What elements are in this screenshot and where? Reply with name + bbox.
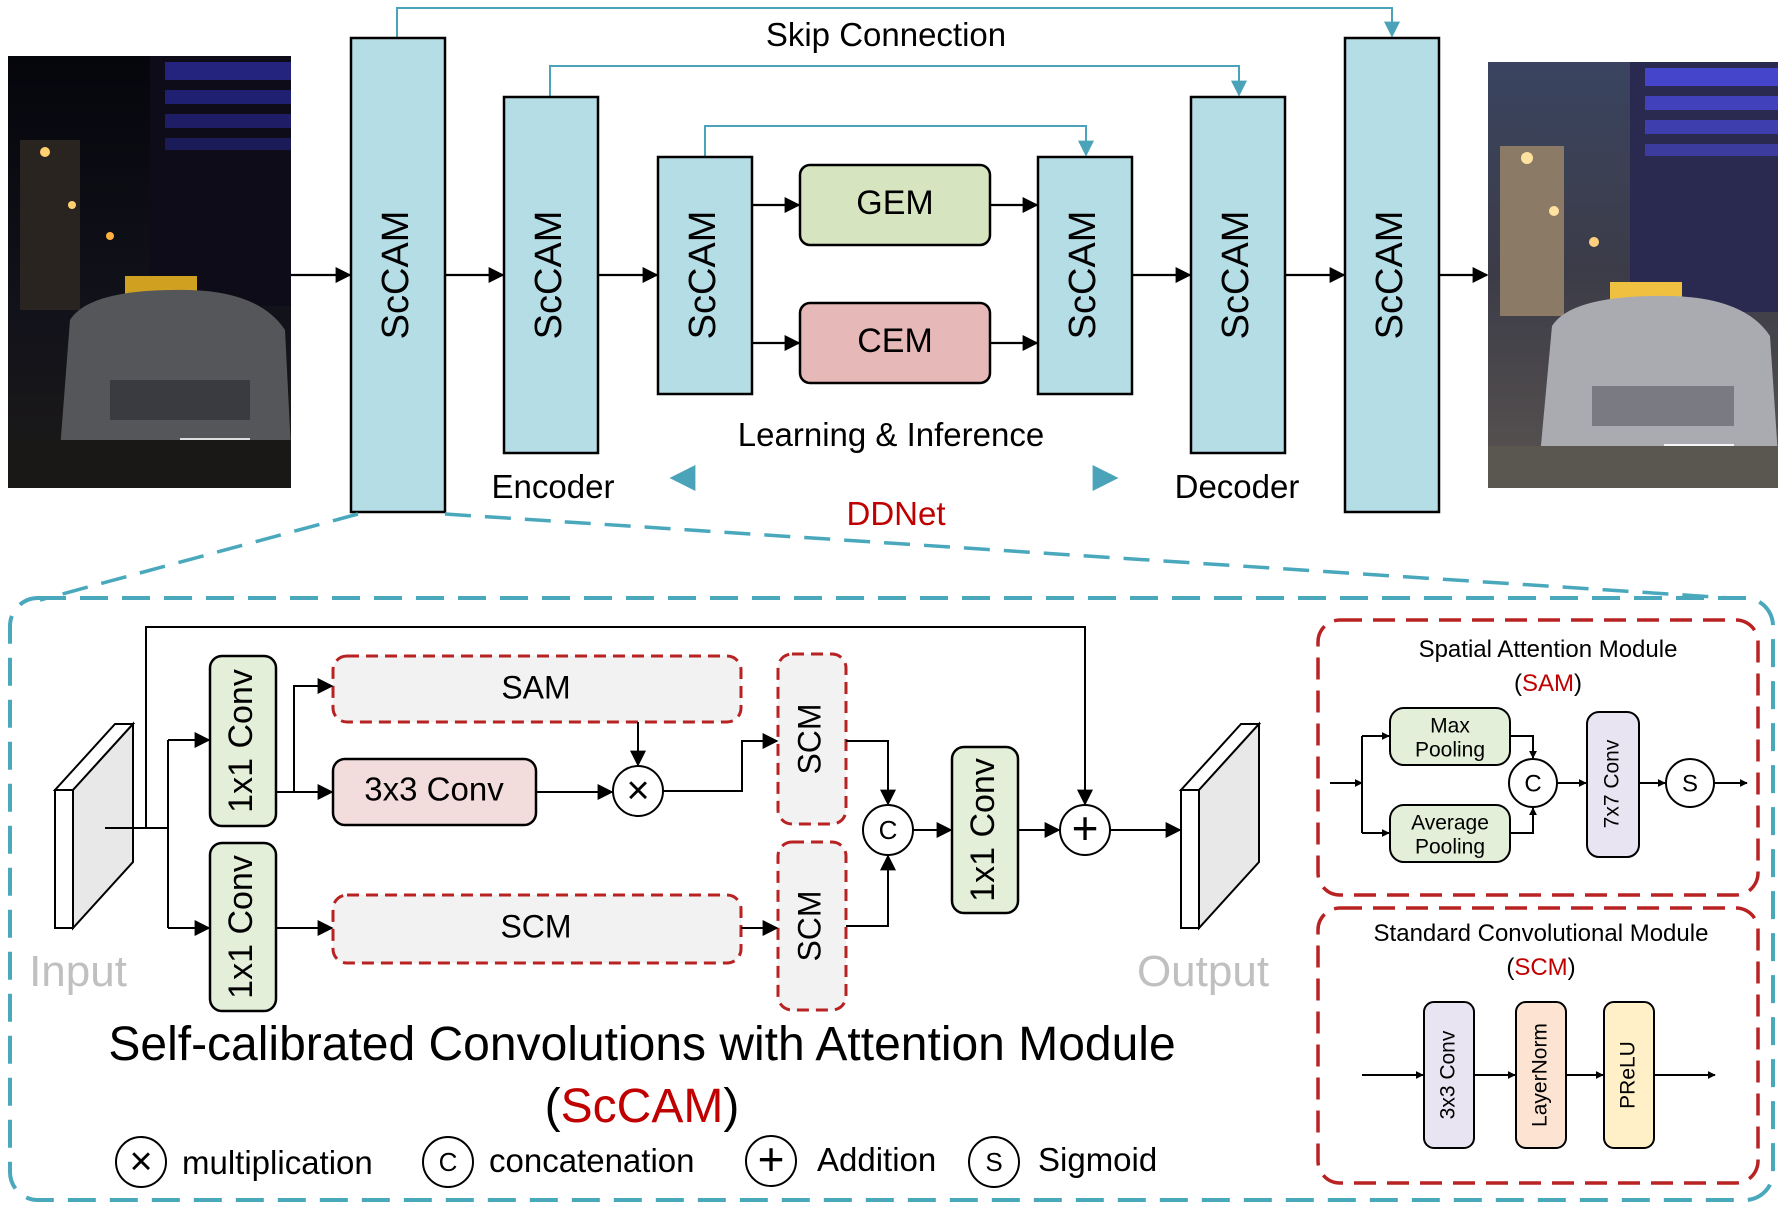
multiplication-label: multiplication xyxy=(182,1144,373,1181)
output-enhanced-photo xyxy=(1488,62,1778,488)
encoder-label: Encoder xyxy=(492,468,615,505)
sccam-block-decoder-3: ScCAM xyxy=(1343,36,1441,514)
addition-operator: + xyxy=(1059,802,1111,856)
svg-text:C: C xyxy=(1524,770,1541,797)
concatenation-icon: C xyxy=(439,1147,458,1177)
decoder-label: Decoder xyxy=(1175,468,1300,505)
sigmoid-label: Sigmoid xyxy=(1038,1141,1157,1178)
svg-text:C: C xyxy=(879,815,898,845)
addition-icon: + xyxy=(758,1133,785,1185)
legend-sigmoid: S Sigmoid xyxy=(968,1136,1157,1188)
sccam-title-abbr: (ScCAM) xyxy=(545,1080,740,1133)
output-tensor xyxy=(1178,721,1262,931)
sccam-label: ScCAM xyxy=(1215,211,1257,340)
input-label: Input xyxy=(29,947,127,996)
svg-text:Pooling: Pooling xyxy=(1415,739,1485,762)
input-night-photo xyxy=(8,56,291,488)
addition-label: Addition xyxy=(817,1141,936,1178)
svg-text:Max: Max xyxy=(1430,715,1470,738)
scm-label: SCM xyxy=(791,890,827,961)
conv1x1-block-fuse: 1x1 Conv xyxy=(950,745,1020,915)
legend-concatenation: C concatenation xyxy=(422,1136,695,1188)
sam-module-panel xyxy=(1316,618,1760,897)
svg-text:Pooling: Pooling xyxy=(1415,836,1485,859)
svg-text:×: × xyxy=(626,769,649,813)
skip-connection-label: Skip Connection xyxy=(766,16,1006,53)
scm-module-title: Standard Convolutional Module xyxy=(1374,920,1709,947)
max-pooling-block: Max Pooling xyxy=(1389,707,1511,766)
gem-block: GEM xyxy=(798,163,992,247)
multiplication-icon: × xyxy=(129,1140,152,1184)
legend-addition: + Addition xyxy=(745,1133,936,1187)
scm-conv3x3-block: 3x3 Conv xyxy=(1423,1001,1475,1149)
average-pooling-block: Average Pooling xyxy=(1389,804,1511,863)
scm-block-vertical-bottom: SCM xyxy=(776,840,848,1012)
legend-multiplication: × multiplication xyxy=(115,1136,373,1188)
cem-block: CEM xyxy=(798,301,992,385)
sam-module-arrows xyxy=(1330,732,1748,837)
multiplication-operator: × xyxy=(612,765,664,817)
layernorm-block: LayerNorm xyxy=(1515,1001,1567,1149)
conv3x3-label: 3x3 Conv xyxy=(364,771,504,808)
sccam-label: ScCAM xyxy=(375,211,417,340)
concatenation-label: concatenation xyxy=(489,1142,695,1179)
legend: × multiplication C concatenation + Addit… xyxy=(115,1133,1157,1188)
svg-text:+: + xyxy=(1072,802,1099,854)
sccam-label: ScCAM xyxy=(1062,211,1104,340)
sccam-label: ScCAM xyxy=(528,211,570,340)
conv1x1-label: 1x1 Conv xyxy=(222,855,260,999)
scm-block-wide: SCM xyxy=(331,893,743,965)
scm-label: SCM xyxy=(791,703,827,774)
sccam-block-encoder-3: ScCAM xyxy=(656,155,754,396)
pipeline-arrows xyxy=(291,197,1489,351)
sccam-block-encoder-1: ScCAM xyxy=(349,36,447,514)
skip-connection-middle xyxy=(549,65,1247,97)
scm-module-panel xyxy=(1316,906,1760,1185)
learning-inference-label: Learning & Inference xyxy=(738,416,1044,453)
conv1x1-label: 1x1 Conv xyxy=(964,758,1002,902)
conv1x1-block-bottom: 1x1 Conv xyxy=(208,841,278,1013)
gem-label: GEM xyxy=(856,184,933,222)
sam-concatenation-operator: C xyxy=(1508,758,1558,808)
svg-text:7x7 Conv: 7x7 Conv xyxy=(1601,739,1624,828)
prelu-block: PReLU xyxy=(1603,1001,1655,1149)
svg-text:S: S xyxy=(1682,770,1698,797)
sccam-block-encoder-2: ScCAM xyxy=(502,95,600,455)
sccam-block-decoder-2: ScCAM xyxy=(1189,95,1287,455)
output-label: Output xyxy=(1137,947,1269,996)
svg-text:PReLU: PReLU xyxy=(1617,1041,1640,1109)
conv3x3-block: 3x3 Conv xyxy=(331,757,538,827)
svg-text:LayerNorm: LayerNorm xyxy=(1529,1023,1552,1127)
sccam-block-decoder-1: ScCAM xyxy=(1036,155,1134,396)
skip-connection-outer xyxy=(396,7,1400,38)
sccam-label: ScCAM xyxy=(682,211,724,340)
scm-block-vertical-top: SCM xyxy=(776,652,848,826)
skip-connection-inner xyxy=(704,125,1094,157)
sccam-label: ScCAM xyxy=(1369,211,1411,340)
sccam-detail-panel xyxy=(8,596,1775,1202)
cem-label: CEM xyxy=(857,322,933,360)
scm-label: SCM xyxy=(500,908,571,944)
sam-block: SAM xyxy=(331,654,743,724)
input-tensor xyxy=(52,721,136,931)
sigmoid-operator: S xyxy=(1665,758,1715,808)
sam-label: SAM xyxy=(501,669,570,705)
scm-module-abbr: (SCM) xyxy=(1506,954,1575,981)
ddnet-label: DDNet xyxy=(846,495,945,532)
svg-text:Average: Average xyxy=(1411,812,1489,835)
concatenation-operator: C xyxy=(862,804,914,856)
conv1x1-block-top: 1x1 Conv xyxy=(208,654,278,828)
zoom-indicator-lines xyxy=(39,512,1731,602)
sam-module-title: Spatial Attention Module xyxy=(1419,636,1678,663)
sigmoid-icon: S xyxy=(985,1147,1002,1177)
conv1x1-label: 1x1 Conv xyxy=(222,669,260,813)
sccam-title: Self-calibrated Convolutions with Attent… xyxy=(108,1018,1175,1071)
conv7x7-block: 7x7 Conv xyxy=(1586,711,1640,858)
svg-text:3x3 Conv: 3x3 Conv xyxy=(1437,1030,1460,1119)
sccam-internal-arrows xyxy=(105,626,1182,936)
sam-module-abbr: (SAM) xyxy=(1514,670,1582,697)
